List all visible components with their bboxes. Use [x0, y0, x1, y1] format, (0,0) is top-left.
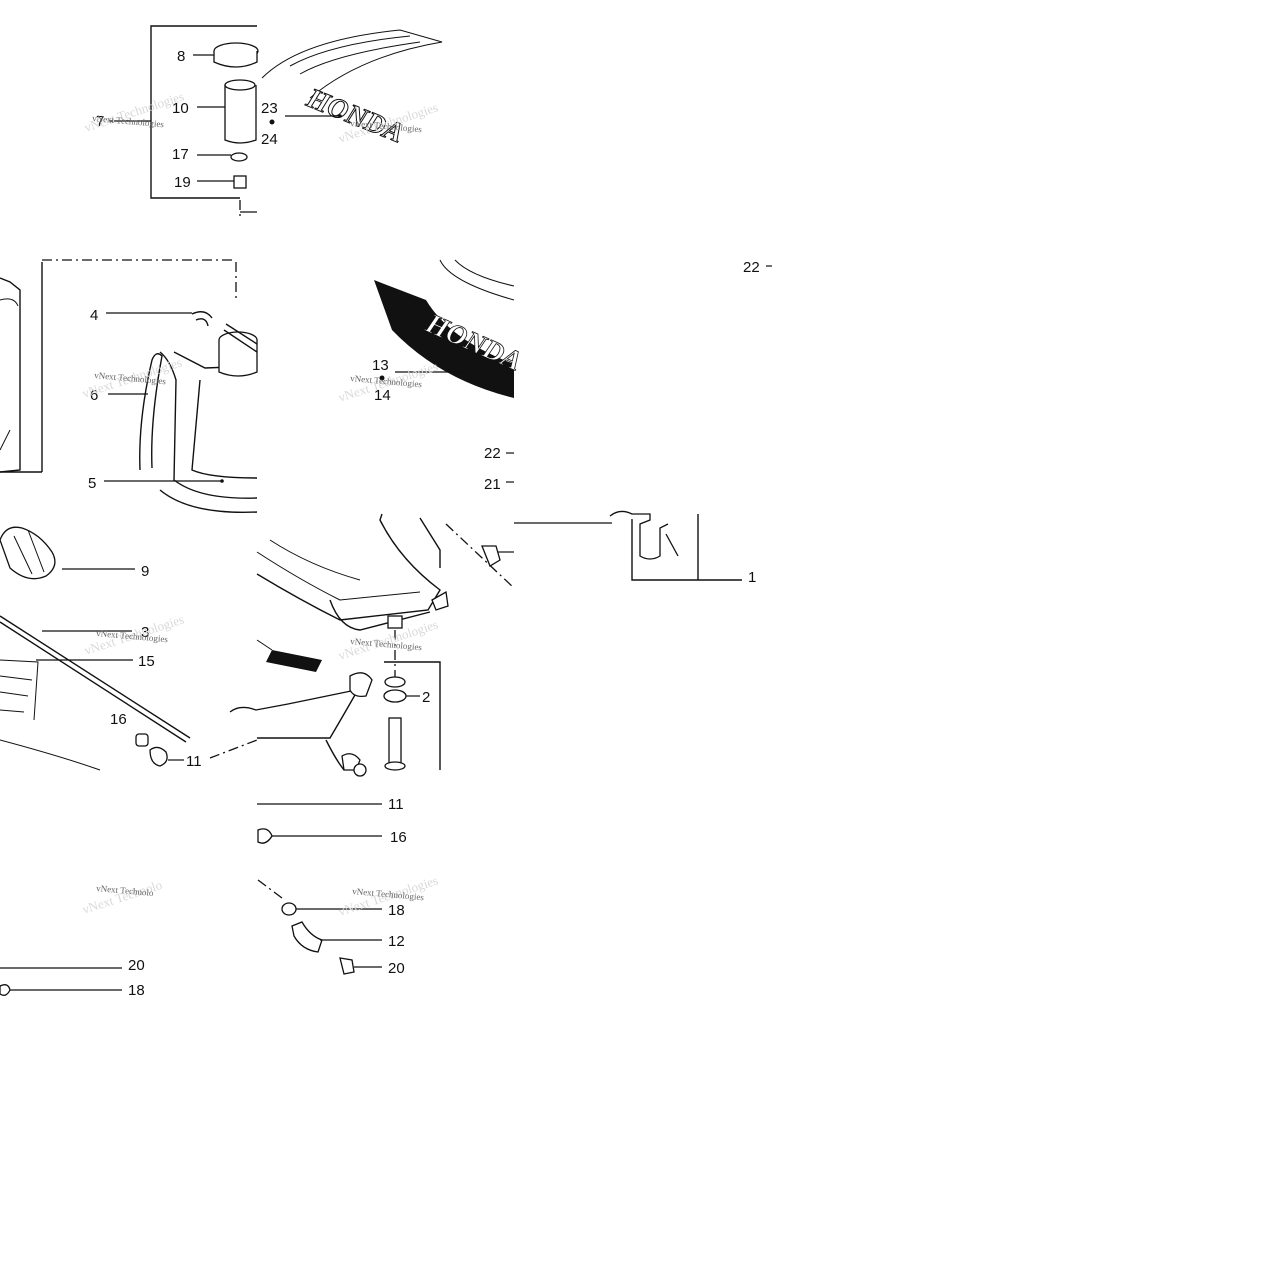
callout-22-right: 22 — [743, 259, 772, 276]
callout-11-bottom: 11 — [388, 796, 404, 813]
callout-11: 11 — [186, 753, 202, 770]
svg-text:vNext Technologies: vNext Technologies — [82, 88, 185, 134]
callout-5: 5 — [88, 475, 96, 492]
callout-15: 15 — [138, 653, 155, 670]
callout-18-bottom: 18 — [388, 902, 405, 919]
callout-24: 24 — [261, 131, 278, 148]
callout-16: 16 — [110, 711, 127, 728]
tile-tank-underside: 2 vNext Technologies vNext Technologies — [229, 513, 515, 777]
tile-emblem-side: HONDA 13 14 vNext Technologies vNext Tec… — [336, 259, 527, 493]
callout-6: 6 — [90, 387, 98, 404]
callout-20-bottom: 20 — [388, 960, 405, 977]
callout-20-left: 20 — [128, 957, 145, 974]
callout-16-bottom: 16 — [390, 829, 407, 846]
callout-7: 7 — [96, 113, 104, 130]
callout-1: 1 — [748, 569, 756, 586]
callout-17: 17 — [172, 146, 189, 163]
callout-4: 4 — [90, 307, 98, 324]
callout-21: 21 — [484, 476, 501, 493]
tile-fuel-cap: 8 10 7 17 19 vNext Technologies vNext Te… — [82, 25, 259, 218]
callout-13: 13 — [372, 357, 389, 374]
callout-9: 9 — [141, 563, 149, 580]
callout-19: 19 — [174, 174, 191, 191]
callout-18-left: 18 — [128, 982, 145, 999]
callout-2: 2 — [422, 689, 430, 706]
tile-fasteners-right: 11 16 18 12 20 vNext Technologies vNext … — [257, 796, 440, 977]
callout-12: 12 — [388, 933, 405, 950]
callout-10: 10 — [172, 100, 189, 117]
callout-8: 8 — [177, 48, 185, 65]
tile-fasteners-left: 20 18 vNext Technolo vNext Technolo — [0, 877, 164, 999]
callout-22: 22 — [743, 259, 760, 276]
tile-emblem-top: HONDA 23 24 vNext Technologies vNext Tec… — [261, 29, 443, 150]
tile-mount-rod: 9 3 15 16 11 vNext Technologies vNext Te… — [0, 526, 258, 771]
callout-22-mid: 22 — [484, 445, 501, 462]
tile-fuel-valve: 1 — [514, 510, 756, 586]
callout-14: 14 — [374, 387, 391, 404]
tile-fuel-tank: 4 6 5 vNext Technologies vNext Technolog… — [0, 259, 258, 514]
callout-23: 23 — [261, 100, 278, 117]
callout-3: 3 — [141, 624, 149, 641]
